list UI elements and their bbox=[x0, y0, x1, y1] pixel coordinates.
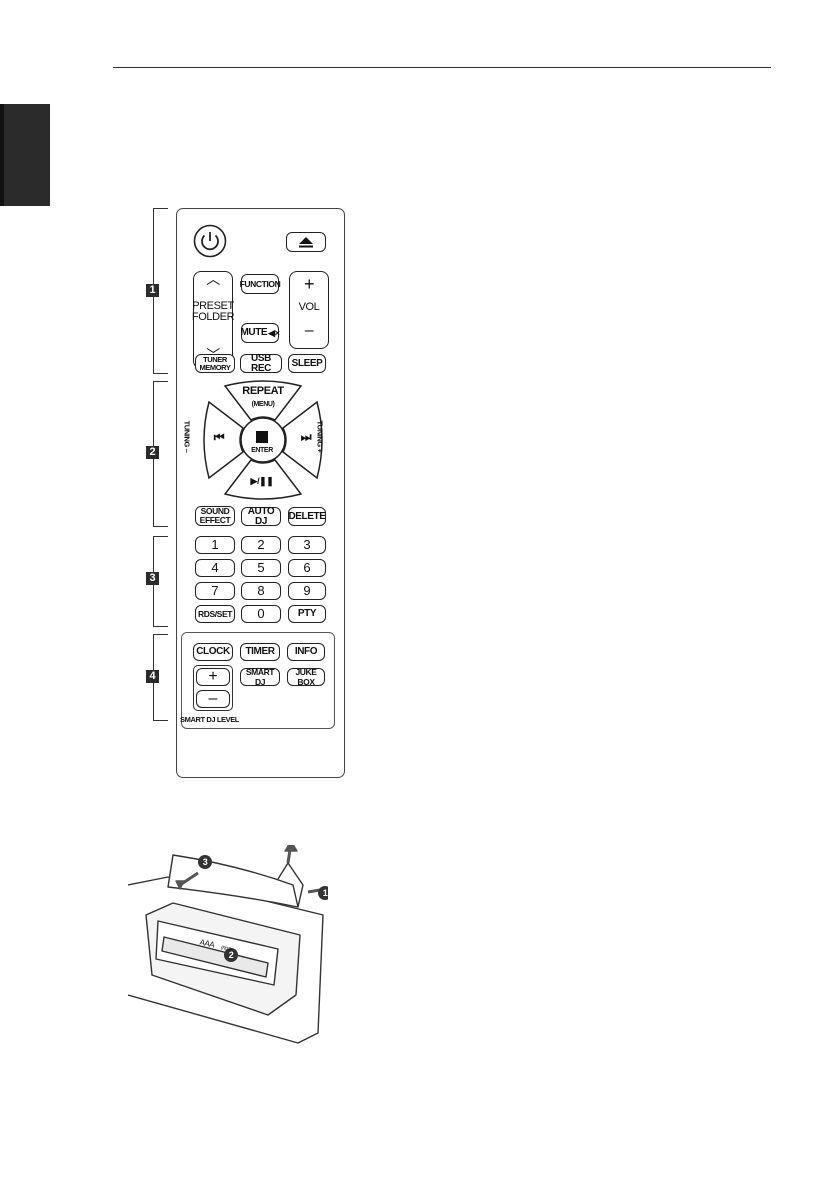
repeat-label: REPEAT bbox=[233, 386, 293, 397]
smart-dj-level-label: SMART DJ LEVEL bbox=[180, 714, 260, 725]
smart-dj-button[interactable]: SMART DJ bbox=[240, 668, 280, 686]
number-4-button[interactable]: 4 bbox=[195, 559, 235, 577]
smart-dj-level-plus-button[interactable]: + bbox=[196, 668, 230, 686]
group-badge-2: 2 bbox=[146, 446, 159, 459]
power-icon[interactable] bbox=[193, 224, 227, 258]
group-badge-3: 3 bbox=[146, 572, 159, 585]
clock-button[interactable]: CLOCK bbox=[193, 643, 233, 661]
juke-box-button[interactable]: JUKE BOX bbox=[287, 668, 325, 686]
number-7-button[interactable]: 7 bbox=[195, 582, 235, 600]
stop-icon bbox=[256, 431, 268, 443]
volume-minus-icon: – bbox=[289, 322, 329, 340]
play-pause-icon: ▶/❚❚ bbox=[236, 476, 288, 487]
number-5-button[interactable]: 5 bbox=[241, 559, 281, 577]
preset-up-icon: ︿ bbox=[193, 274, 233, 285]
pty-button[interactable]: PTY bbox=[288, 605, 326, 623]
smart-dj-level-minus-button[interactable]: – bbox=[196, 690, 230, 708]
number-0-button[interactable]: 0 bbox=[241, 605, 281, 623]
chapter-tab-edge bbox=[0, 104, 4, 206]
sound-effect-button[interactable]: SOUND EFFECT bbox=[195, 506, 235, 526]
timer-button[interactable]: TIMER bbox=[240, 643, 280, 661]
previous-icon: ⏮ bbox=[206, 432, 232, 443]
number-6-button[interactable]: 6 bbox=[288, 559, 326, 577]
tuner-memory-button[interactable]: TUNER MEMORY bbox=[195, 354, 235, 373]
battery-callout-3: 3 bbox=[198, 857, 212, 868]
number-2-button[interactable]: 2 bbox=[241, 536, 281, 554]
mute-button[interactable]: MUTE ◀× bbox=[241, 323, 279, 343]
tuning-plus-label: TUNING + bbox=[316, 420, 325, 452]
group-badge-1: 1 bbox=[146, 284, 159, 297]
function-button[interactable]: FUNCTION bbox=[241, 274, 279, 294]
mute-speaker-icon: ◀× bbox=[268, 328, 279, 338]
mute-label: MUTE bbox=[240, 328, 267, 338]
number-9-button[interactable]: 9 bbox=[288, 582, 326, 600]
number-8-button[interactable]: 8 bbox=[241, 582, 281, 600]
group-badge-4: 4 bbox=[146, 670, 159, 683]
volume-label: VOL bbox=[289, 302, 329, 313]
eject-button[interactable] bbox=[286, 232, 326, 252]
delete-button[interactable]: DELETE bbox=[288, 507, 326, 526]
header-rule bbox=[113, 67, 771, 68]
tuning-minus-label: TUNING – bbox=[182, 421, 191, 453]
enter-label: ENTER bbox=[243, 445, 281, 456]
volume-plus-icon: + bbox=[289, 275, 329, 293]
sleep-button[interactable]: SLEEP bbox=[288, 354, 326, 373]
auto-dj-button[interactable]: AUTO DJ bbox=[241, 507, 281, 526]
info-button[interactable]: INFO bbox=[287, 643, 325, 661]
battery-callout-1: 1 bbox=[318, 888, 332, 899]
preset-folder-label: PRESET FOLDER bbox=[190, 301, 236, 323]
rds-set-button[interactable]: RDS/SET bbox=[195, 605, 235, 623]
menu-sublabel: (MENU) bbox=[233, 399, 293, 410]
usb-rec-button[interactable]: USB REC bbox=[240, 354, 282, 373]
number-1-button[interactable]: 1 bbox=[195, 536, 235, 554]
number-3-button[interactable]: 3 bbox=[288, 536, 326, 554]
chapter-tab bbox=[0, 104, 50, 206]
eject-icon bbox=[298, 236, 314, 248]
